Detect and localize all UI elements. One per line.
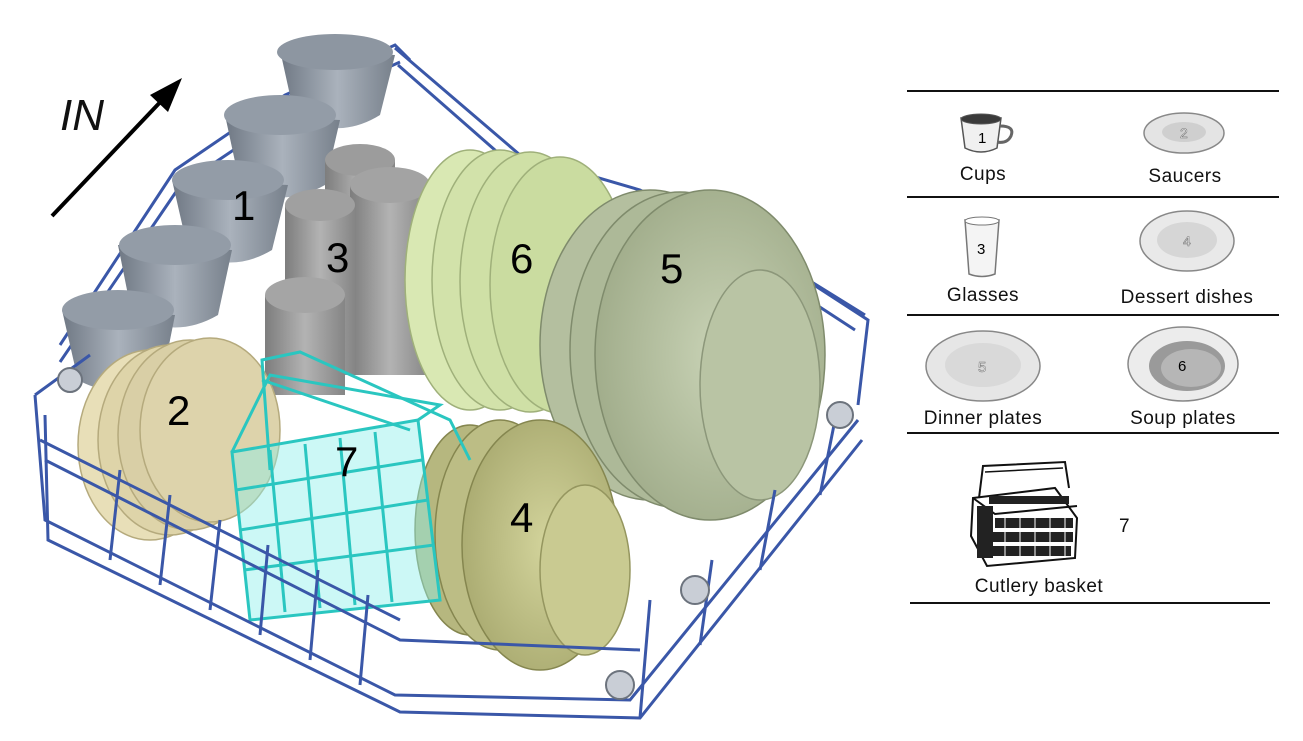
legend-divider xyxy=(907,196,1279,198)
cup-icon: 1 xyxy=(960,113,1014,153)
svg-text:4: 4 xyxy=(1183,233,1191,249)
svg-text:5: 5 xyxy=(978,359,986,376)
rack-number-dinner-plates: 5 xyxy=(660,245,683,292)
glass-icon: 3 xyxy=(964,216,1000,278)
legend-label-cutlery-basket: Cutlery basket xyxy=(974,576,1104,597)
dinner-plate-icon: 5 xyxy=(925,330,1041,402)
rack-number-saucers: 2 xyxy=(167,387,190,434)
rack-wire-front xyxy=(33,353,864,720)
rack-number-cutlery-basket: 7 xyxy=(335,438,358,485)
cutlery-basket xyxy=(230,350,472,622)
rack-number-cups: 1 xyxy=(232,182,255,229)
dessert-dish-icon: 4 xyxy=(1139,210,1235,272)
legend-divider xyxy=(910,602,1270,604)
legend-label-dessert-dishes: Dessert dishes xyxy=(1120,287,1254,308)
rack-number-dessert-dishes: 4 xyxy=(510,494,533,541)
wheel xyxy=(605,670,635,700)
rack-wheels xyxy=(57,367,854,700)
legend-number-cutlery-basket: 7 xyxy=(1119,516,1130,537)
saucer-icon: 2 xyxy=(1143,112,1225,154)
direction-arrow xyxy=(50,78,182,218)
glass xyxy=(265,277,345,395)
wheel xyxy=(57,367,83,393)
dinner-plates-group xyxy=(539,189,826,521)
cutlery-basket-icon xyxy=(969,460,1079,568)
direction-label: IN xyxy=(60,91,104,140)
rack-number-glasses: 3 xyxy=(326,234,349,281)
legend-divider xyxy=(907,90,1279,92)
soup-plate-icon: 6 xyxy=(1127,326,1239,402)
legend-divider xyxy=(907,314,1279,316)
rack-number-soup-plates: 6 xyxy=(510,235,533,282)
svg-text:3: 3 xyxy=(977,241,985,258)
wheel xyxy=(680,575,710,605)
legend-label-saucers: Saucers xyxy=(1148,166,1222,187)
dessert-dishes-group xyxy=(414,419,631,671)
legend-label-cups: Cups xyxy=(959,164,1007,185)
soup-plates-group xyxy=(404,149,631,414)
svg-text:1: 1 xyxy=(978,130,986,147)
dishwasher-rack-illustration: IN xyxy=(33,34,870,720)
svg-text:2: 2 xyxy=(1180,125,1188,141)
wheel xyxy=(826,401,854,429)
legend-panel: 1 Cups 2 Saucers 3 Glasses 4 Dessert dis… xyxy=(905,88,1285,608)
legend-label-soup-plates: Soup plates xyxy=(1130,408,1236,429)
cups-group xyxy=(62,34,395,391)
legend-label-dinner-plates: Dinner plates xyxy=(923,408,1043,429)
svg-text:6: 6 xyxy=(1178,358,1186,375)
legend-divider xyxy=(907,432,1279,434)
legend-label-glasses: Glasses xyxy=(946,285,1020,306)
